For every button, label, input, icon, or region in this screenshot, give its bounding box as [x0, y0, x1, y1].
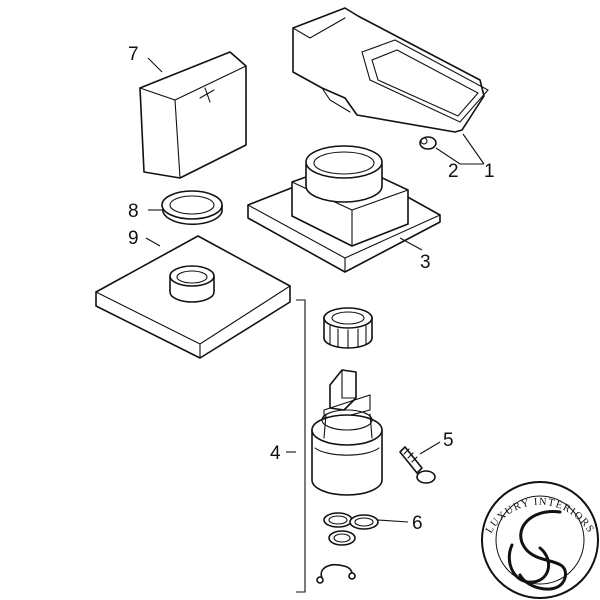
callout-3: 3	[420, 252, 431, 273]
part-4-cartridge-assembly	[296, 299, 383, 593]
part-3-escutcheon-base	[247, 145, 441, 273]
part-7-cap	[139, 51, 247, 179]
part-5-screw	[399, 446, 436, 484]
callout-4: 4	[270, 443, 281, 464]
callout-6: 6	[412, 513, 423, 534]
part-2-pin	[419, 136, 437, 150]
callout-2: 2	[448, 161, 459, 182]
callout-5: 5	[443, 430, 454, 451]
logo-monogram-icon	[507, 510, 567, 591]
leader-lines	[145, 57, 485, 523]
part-9-cover-plate	[95, 235, 291, 359]
callout-8: 8	[128, 201, 139, 222]
callout-9: 9	[128, 228, 139, 249]
part-8-ring	[161, 190, 223, 226]
callout-numbers: 1 2 3 4 5 6 7 8 9	[128, 44, 495, 534]
callout-7: 7	[128, 44, 139, 65]
part-6-o-rings-clip	[316, 512, 379, 584]
callout-1: 1	[484, 161, 495, 182]
logo-inner-circle	[495, 495, 585, 585]
part-1-spout	[292, 7, 489, 133]
luxury-interiors-logo: LUXURY INTERIORS	[481, 481, 599, 599]
